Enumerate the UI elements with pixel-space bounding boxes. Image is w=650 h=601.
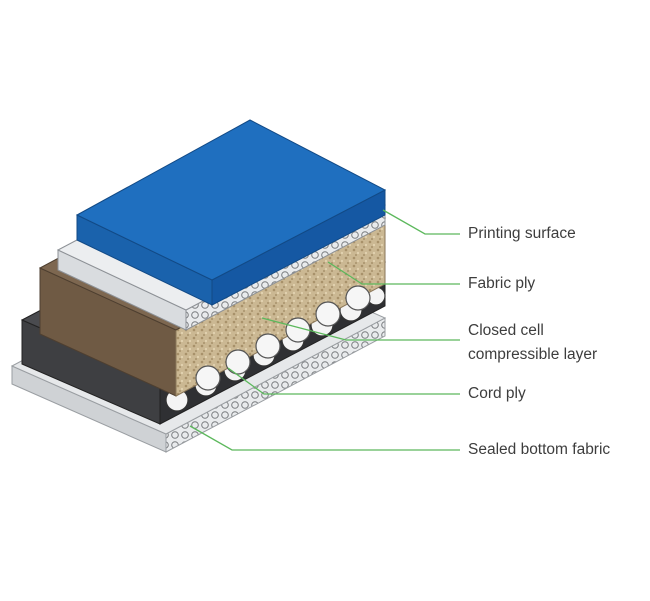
label-printing-surface: Printing surface bbox=[468, 225, 576, 242]
leader-cord-ply bbox=[227, 367, 460, 395]
leader-printing-surface bbox=[382, 209, 460, 235]
leader-sealed-bottom bbox=[189, 425, 460, 451]
label-sealed-bottom-fabric: Sealed bottom fabric bbox=[468, 441, 611, 458]
cell-circles bbox=[195, 285, 371, 391]
leader-closed-cell bbox=[261, 317, 460, 341]
printing-surface-layer bbox=[75, 119, 387, 306]
label-closed-cell-line2: compressible layer bbox=[468, 346, 598, 363]
label-cord-ply: Cord ply bbox=[468, 385, 526, 402]
printing-surface-top bbox=[75, 119, 387, 281]
leader-fabric-ply bbox=[327, 261, 460, 285]
label-closed-cell-line1: Closed cell bbox=[468, 322, 544, 339]
label-fabric-ply: Fabric ply bbox=[468, 275, 536, 292]
leader-lines bbox=[189, 209, 460, 451]
